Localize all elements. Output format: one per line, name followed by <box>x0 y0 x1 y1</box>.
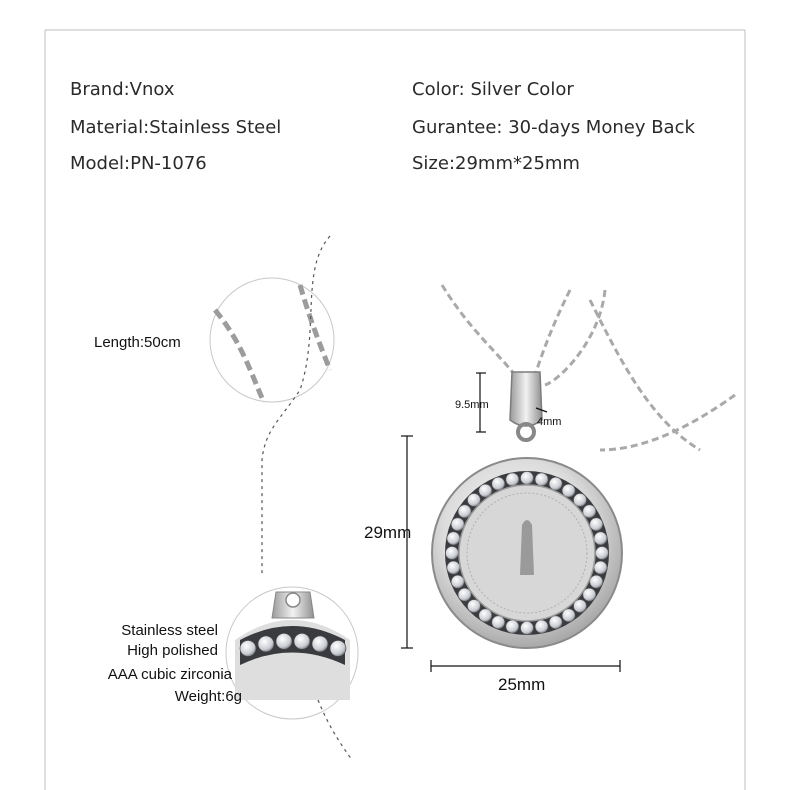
zirconia-stone-closeup <box>329 640 347 657</box>
zirconia-stone <box>534 619 549 634</box>
bail-height-label: 9.5mm <box>455 399 489 411</box>
zirconia-stone <box>520 471 534 485</box>
pendant-height-label: 29mm <box>364 523 412 542</box>
zirconia-stone <box>505 472 520 487</box>
zirconia-stone <box>446 531 461 546</box>
chain-zoom-circle <box>209 277 335 403</box>
zirconia-stone <box>450 517 465 532</box>
zirconia-stone <box>593 531 608 546</box>
zirconia-stone <box>467 599 481 613</box>
zirconia-stone <box>478 483 493 498</box>
zirconia-stone <box>446 560 461 575</box>
zirconia-stone <box>573 599 587 613</box>
zirconia-stone <box>548 476 563 491</box>
spec-color: Color: Silver Color <box>412 79 574 100</box>
callout-finish: High polished <box>127 642 218 659</box>
spec-size: Size:29mm*25mm <box>412 153 580 174</box>
main-pendant <box>431 457 623 649</box>
zirconia-stone <box>573 493 587 507</box>
zirconia-stone <box>595 546 609 560</box>
pendant-width-label: 25mm <box>498 675 546 694</box>
zirconia-stone <box>467 493 481 507</box>
spec-brand: Brand:Vnox <box>70 79 175 100</box>
zirconia-stone <box>582 504 597 519</box>
praying-hands-icon <box>520 520 534 575</box>
pendant-zoom-circle <box>225 586 359 720</box>
zirconia-stone <box>582 587 597 602</box>
bail-ring <box>516 422 536 442</box>
zirconia-stone <box>457 587 472 602</box>
spec-guarantee: Gurantee: 30-days Money Back <box>412 117 695 138</box>
zirconia-stone <box>589 517 604 532</box>
zirconia-stone <box>491 615 506 630</box>
zirconia-stone <box>593 560 608 575</box>
zirconia-stone-closeup <box>293 633 311 650</box>
callout-weight: Weight:6g <box>174 688 242 705</box>
zirconia-stone <box>491 476 506 491</box>
zirconia-stone-closeup <box>239 640 257 657</box>
zirconia-stone-closeup <box>275 633 293 650</box>
zirconia-stone <box>561 608 576 623</box>
zirconia-stone <box>520 621 534 635</box>
callout-material: Stainless steel <box>121 622 218 639</box>
zirconia-stone <box>478 608 493 623</box>
main-chain <box>440 284 736 452</box>
chain-length-label: Length:50cm <box>94 334 181 351</box>
bail-width-label: 4mm <box>537 416 562 428</box>
spec-material: Material:Stainless Steel <box>70 117 282 138</box>
zirconia-stone-closeup <box>311 635 329 653</box>
spec-model: Model:PN-1076 <box>70 153 207 174</box>
zirconia-stone <box>561 483 576 498</box>
zirconia-stone <box>589 574 604 589</box>
zirconia-stone <box>534 472 549 487</box>
chain-leader-line <box>261 235 331 575</box>
callout-stone: AAA cubic zirconia <box>107 666 232 683</box>
zirconia-stone <box>457 504 472 519</box>
zirconia-stone <box>548 615 563 630</box>
zirconia-stone <box>445 546 459 560</box>
zirconia-stone <box>505 619 520 634</box>
detail-leader-line <box>317 699 353 761</box>
zirconia-stone-closeup <box>257 635 275 653</box>
dimension-lines <box>401 372 621 672</box>
zirconia-stone <box>450 574 465 589</box>
